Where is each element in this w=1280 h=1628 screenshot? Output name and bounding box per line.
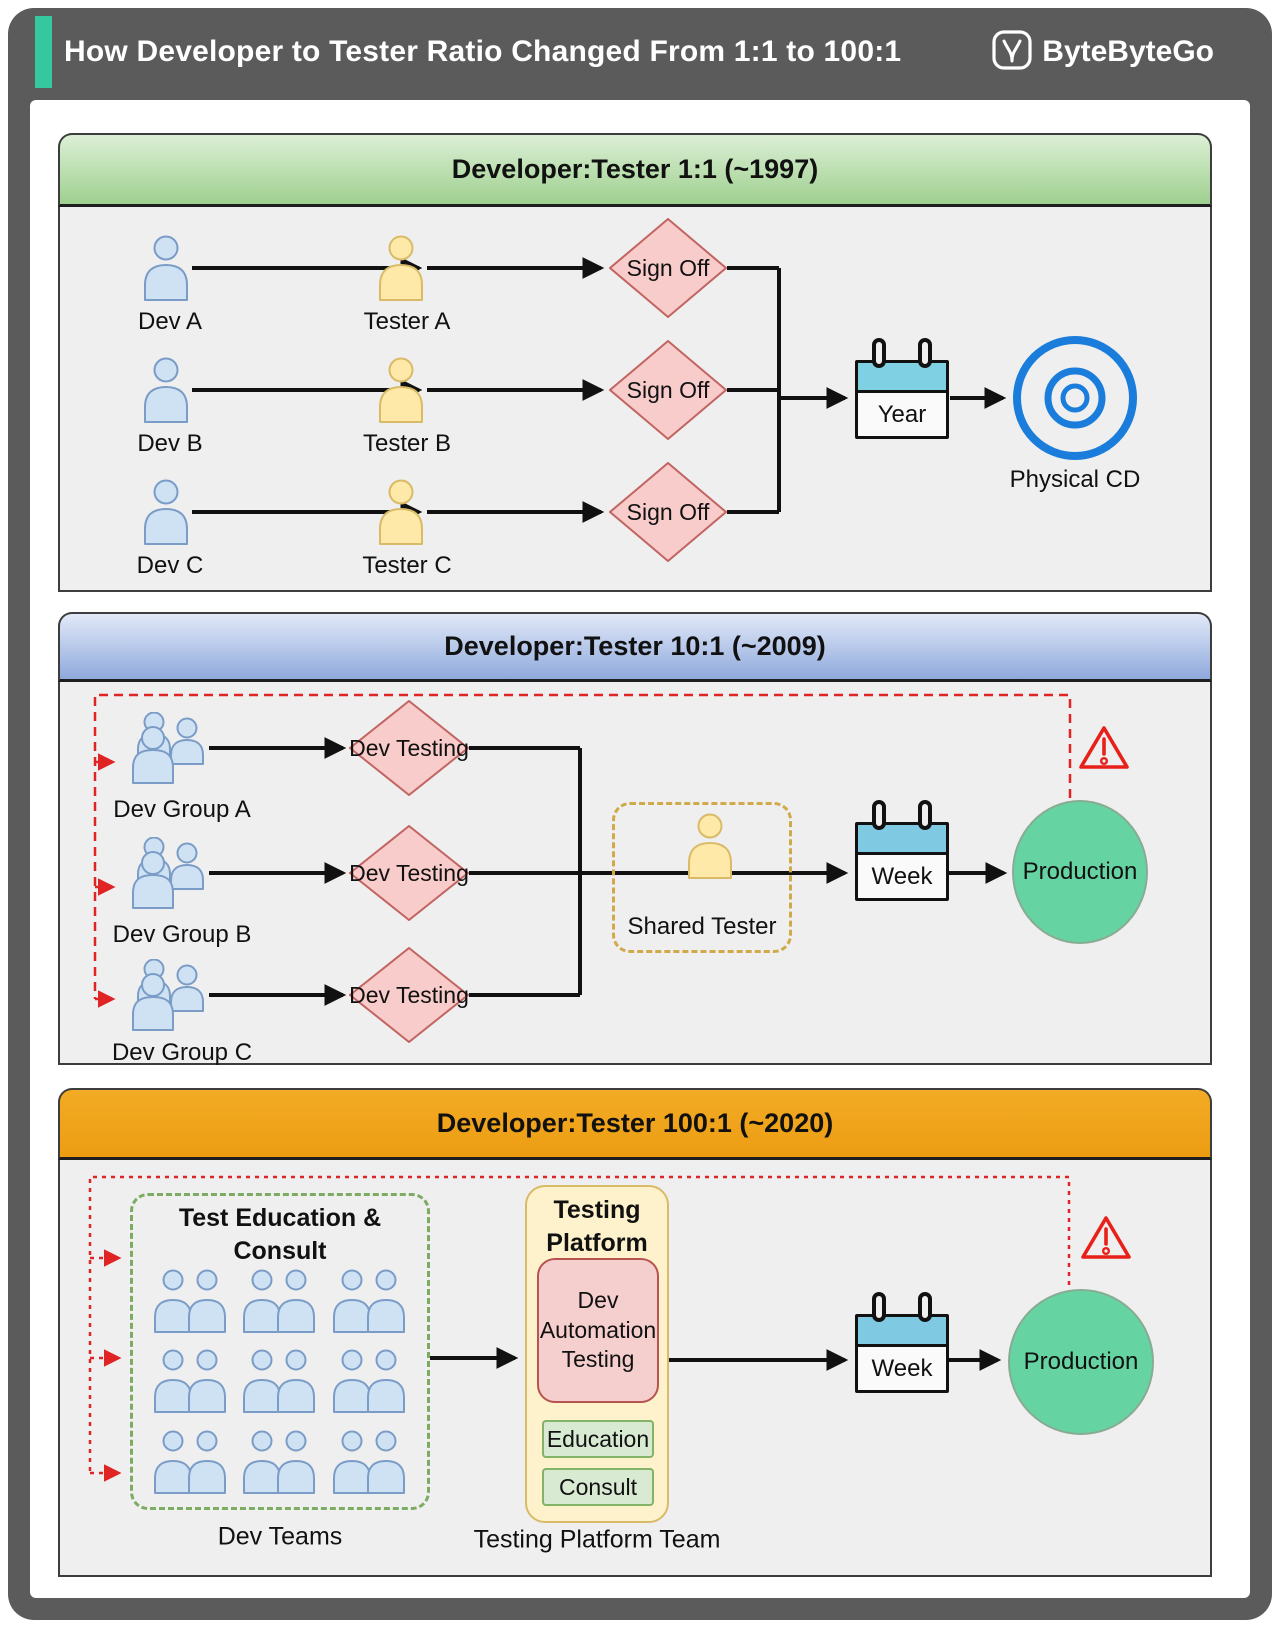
dev-group-icon (124, 711, 209, 789)
signoff-gate-label: Sign Off (626, 254, 710, 281)
dev-pair-icon (330, 1430, 408, 1499)
testing-platform-heading: Testing Platform (546, 1196, 648, 1257)
dev-testing-label: Dev Testing (349, 981, 469, 1008)
developer-icon (140, 357, 192, 428)
tester-icon (375, 357, 427, 428)
brand-name: ByteByteGo (1042, 35, 1214, 68)
production-node: Production (1012, 800, 1148, 944)
testing-platform-team-label: Testing Platform Team (473, 1525, 721, 1554)
production-node: Production (1008, 1289, 1154, 1435)
signoff-diamond (609, 218, 727, 318)
calendar-band (858, 825, 946, 855)
signoff-diamond (609, 462, 727, 562)
dev-pair-icon (151, 1269, 229, 1338)
physical-cd-icon (1008, 331, 1142, 470)
shared-tester-icon (684, 813, 736, 884)
dev-testing-label: Dev Testing (349, 859, 469, 886)
brand: ByteByteGo (991, 16, 1214, 88)
calendar-band (858, 363, 946, 393)
warning-icon (1080, 1214, 1132, 1267)
calendar-ring-icon (872, 800, 886, 830)
calendar-ring-icon (872, 338, 886, 368)
developer-icon (140, 235, 192, 306)
dev-teams-heading: Test Education & Consult (178, 1204, 382, 1265)
title-accent-bar (35, 16, 52, 88)
panel-1-connectors (192, 257, 1007, 523)
signoff-diamond (609, 340, 727, 440)
dev-group-icon (124, 836, 209, 914)
tester-label: Tester B (362, 430, 452, 457)
dev-teams-label: Dev Teams (217, 1522, 343, 1551)
calendar-ring-icon (918, 338, 932, 368)
dev-pair-icon (240, 1430, 318, 1499)
page-title: How Developer to Tester Ratio Changed Fr… (64, 35, 902, 68)
dev-group-icon (124, 958, 209, 1036)
signoff-gate-label: Sign Off (626, 498, 710, 525)
cadence-label: Week (871, 1354, 933, 1382)
shared-tester-label: Shared Tester (627, 913, 777, 940)
tester-label: Tester C (362, 552, 452, 579)
developer-icon (140, 479, 192, 550)
dev-testing-diamond (349, 825, 469, 921)
calendar-ring-icon (918, 800, 932, 830)
shared-tester-box (612, 802, 792, 953)
dev-automation-testing-box (537, 1258, 659, 1403)
dev-testing-diamond (349, 947, 469, 1043)
panel-2-body: Dev Group A Dev Group B Dev Group C Dev … (58, 682, 1212, 1066)
dev-group-label: Dev Group C (111, 1039, 253, 1066)
education-box: Education (542, 1420, 654, 1458)
cadence-label: Week (871, 862, 933, 890)
dev-pair-icon (240, 1349, 318, 1418)
panel-1-body: Sign Off Dev A Tester A Sign Off Dev B T… (58, 207, 1212, 592)
dev-testing-label: Dev Testing (349, 734, 469, 761)
dev-pair-icon (151, 1430, 229, 1499)
dev-pair-icon (151, 1349, 229, 1418)
dev-testing-diamond (349, 700, 469, 796)
panel-3-connectors (88, 1175, 1071, 1482)
dev-automation-testing-label: Dev Automation Testing (539, 1286, 657, 1373)
consult-box: Consult (542, 1468, 654, 1506)
dev-label: Dev B (137, 430, 203, 457)
tester-icon (375, 235, 427, 306)
tester-label: Tester A (363, 308, 451, 335)
tester-icon (375, 479, 427, 550)
panel-ratio-100-1: Developer:Tester 100:1 (~2020) (58, 1088, 1212, 1577)
panel-ratio-10-1: Developer:Tester 10:1 (~2009) (58, 612, 1212, 1066)
bytebytego-logo-icon (991, 29, 1033, 76)
panel-ratio-1-1: Developer:Tester 1:1 (~1997) (58, 133, 1212, 592)
calendar-ring-icon (872, 1292, 886, 1322)
dev-group-label: Dev Group B (112, 921, 252, 948)
warning-icon (1078, 724, 1130, 777)
calendar-band (858, 1317, 946, 1347)
dev-label: Dev A (137, 308, 203, 335)
cadence-label: Year (877, 400, 927, 428)
dev-group-label: Dev Group A (113, 796, 251, 823)
signoff-gate-label: Sign Off (626, 376, 710, 403)
panel-1-header: Developer:Tester 1:1 (~1997) (58, 133, 1212, 207)
dev-pair-icon (330, 1349, 408, 1418)
output-label: Physical CD (1009, 466, 1141, 493)
panel-3-body: Test Education & Consult Dev Teams Testi… (58, 1160, 1212, 1577)
dev-pair-icon (240, 1269, 318, 1338)
dev-teams-box (130, 1193, 430, 1510)
panel-2-header: Developer:Tester 10:1 (~2009) (58, 612, 1212, 682)
dev-pair-icon (330, 1269, 408, 1338)
calendar-ring-icon (918, 1292, 932, 1322)
dev-label: Dev C (136, 552, 204, 579)
panel-3-header: Developer:Tester 100:1 (~2020) (58, 1088, 1212, 1160)
